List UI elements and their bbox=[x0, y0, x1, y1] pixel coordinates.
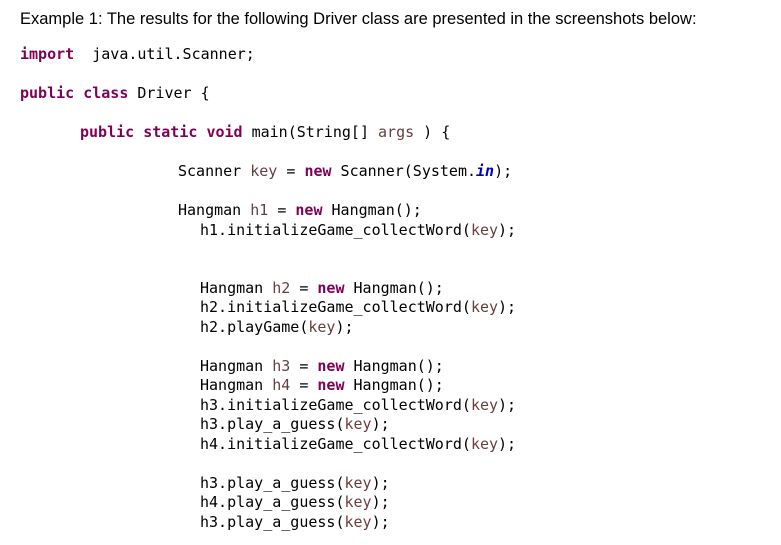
code-line: Hangman h4 = new Hangman(); bbox=[200, 376, 444, 395]
variable: h3 bbox=[272, 357, 291, 375]
keyword: import bbox=[20, 45, 75, 63]
code-text: = bbox=[290, 279, 318, 297]
code-line: h3.play_a_guess(key); bbox=[200, 513, 390, 532]
code-text: Scanner(System. bbox=[331, 162, 477, 180]
variable: key bbox=[344, 415, 372, 433]
variable: key bbox=[344, 493, 372, 511]
code-line: Hangman h3 = new Hangman(); bbox=[200, 357, 444, 376]
code-line: h4.initializeGame_collectWord(key); bbox=[200, 435, 516, 454]
keyword: new bbox=[304, 162, 332, 180]
keyword: new bbox=[317, 376, 345, 394]
code-text: Hangman(); bbox=[344, 376, 444, 394]
code-text: Hangman bbox=[178, 201, 251, 219]
keyword: new bbox=[317, 357, 345, 375]
variable: key bbox=[250, 162, 278, 180]
variable: key bbox=[344, 474, 372, 492]
code-text: = bbox=[290, 376, 318, 394]
code-line: h4.play_a_guess(key); bbox=[200, 493, 390, 512]
code-line: h3.play_a_guess(key); bbox=[200, 415, 390, 434]
code-line: Hangman h2 = new Hangman(); bbox=[200, 279, 444, 298]
code-text: ); bbox=[371, 513, 390, 531]
code-text: h4.initializeGame_collectWord( bbox=[200, 435, 471, 453]
variable: key bbox=[470, 435, 499, 453]
code-text: Hangman bbox=[200, 376, 273, 394]
code-line: h3.play_a_guess(key); bbox=[200, 474, 390, 493]
static-field: in bbox=[476, 162, 495, 180]
code-text: java.util.Scanner; bbox=[74, 45, 255, 63]
code-text: ); bbox=[371, 493, 390, 511]
keyword: static bbox=[143, 123, 198, 141]
code-text: main(String[] bbox=[242, 123, 379, 141]
code-text: Scanner bbox=[178, 162, 251, 180]
keyword: public bbox=[80, 123, 135, 141]
code-text: h1.initializeGame_collectWord( bbox=[200, 221, 471, 239]
variable: key bbox=[470, 221, 499, 239]
code-line: h1.initializeGame_collectWord(key); bbox=[200, 221, 516, 240]
keyword: new bbox=[317, 279, 345, 297]
code-line: public static void main(String[] args ) … bbox=[80, 123, 450, 142]
code-line: public class Driver { bbox=[20, 84, 210, 103]
code-line: h2.playGame(key); bbox=[200, 318, 354, 337]
code-text bbox=[134, 123, 143, 141]
variable: h2 bbox=[272, 279, 291, 297]
code-text: Hangman(); bbox=[344, 357, 444, 375]
code-text: h3.play_a_guess( bbox=[200, 474, 345, 492]
code-text: h3.play_a_guess( bbox=[200, 513, 345, 531]
code-line: Hangman h1 = new Hangman(); bbox=[178, 201, 422, 220]
code-text: ); bbox=[371, 415, 390, 433]
variable: args bbox=[378, 123, 415, 141]
keyword: public bbox=[20, 84, 75, 102]
code-text: h2.playGame( bbox=[200, 318, 309, 336]
code-line: h2.initializeGame_collectWord(key); bbox=[200, 298, 516, 317]
variable: key bbox=[470, 396, 499, 414]
keyword: class bbox=[83, 84, 129, 102]
variable: key bbox=[344, 513, 372, 531]
intro-text: Example 1: The results for the following… bbox=[20, 10, 697, 28]
variable: h1 bbox=[250, 201, 269, 219]
variable: key bbox=[308, 318, 336, 336]
code-text: Hangman bbox=[200, 357, 273, 375]
code-line: import java.util.Scanner; bbox=[20, 45, 255, 64]
code-text: h2.initializeGame_collectWord( bbox=[200, 298, 471, 316]
code-text: ); bbox=[371, 474, 390, 492]
code-text: = bbox=[277, 162, 305, 180]
code-text: Driver { bbox=[128, 84, 210, 102]
code-text: ); bbox=[498, 221, 517, 239]
code-text: ); bbox=[498, 298, 517, 316]
code-line: Scanner key = new Scanner(System.in); bbox=[178, 162, 512, 181]
code-text: = bbox=[268, 201, 296, 219]
code-text: h4.play_a_guess( bbox=[200, 493, 345, 511]
code-text: = bbox=[290, 357, 318, 375]
variable: h4 bbox=[272, 376, 291, 394]
code-line: h3.initializeGame_collectWord(key); bbox=[200, 396, 516, 415]
keyword: new bbox=[295, 201, 323, 219]
code-text: Hangman(); bbox=[322, 201, 422, 219]
keyword: void bbox=[206, 123, 243, 141]
variable: key bbox=[470, 298, 499, 316]
code-text: ); bbox=[498, 396, 517, 414]
code-text: ) { bbox=[414, 123, 451, 141]
code-text: Hangman(); bbox=[344, 279, 444, 297]
code-text: Hangman bbox=[200, 279, 273, 297]
code-text: h3.play_a_guess( bbox=[200, 415, 345, 433]
code-text: ); bbox=[494, 162, 513, 180]
code-text: ); bbox=[335, 318, 354, 336]
code-text: ); bbox=[498, 435, 517, 453]
code-text: h3.initializeGame_collectWord( bbox=[200, 396, 471, 414]
code-text bbox=[74, 84, 83, 102]
